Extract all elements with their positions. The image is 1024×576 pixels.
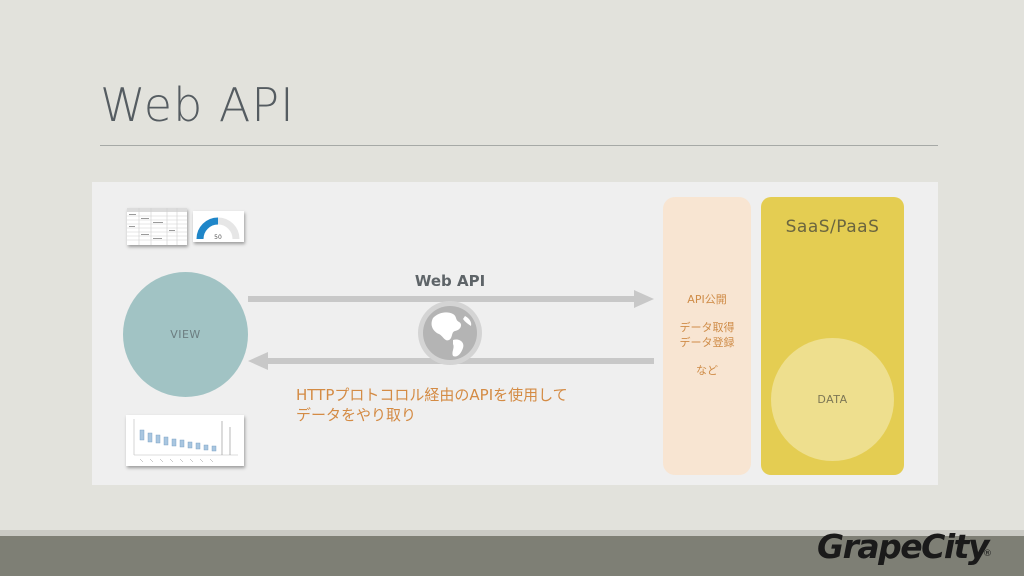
chart-thumbnail xyxy=(126,415,244,466)
web-api-label: Web API xyxy=(414,272,486,290)
grid-thumbnail-graphic xyxy=(127,208,187,245)
boxplot-graphic xyxy=(133,419,238,463)
api-box-line-fetch: データ取得 xyxy=(679,321,735,334)
data-label: DATA xyxy=(817,393,848,406)
slide-title: Web API xyxy=(100,78,295,132)
saas-title: SaaS/PaaS xyxy=(785,217,880,237)
logo-text: GrapeCity xyxy=(817,527,991,566)
grapecity-logo: GrapeCity ® xyxy=(817,527,992,566)
api-box-line-publish: API公開 xyxy=(687,293,727,306)
gauge-graphic: 50 xyxy=(196,217,240,241)
view-label: VIEW xyxy=(170,328,201,341)
grid-thumbnail xyxy=(127,208,187,245)
gauge-thumbnail: 50 xyxy=(193,211,244,242)
gauge-value: 50 xyxy=(214,234,222,241)
api-description-line-1: HTTPプロトコロル経由のAPIを使用して xyxy=(296,386,568,404)
api-description: HTTPプロトコロル経由のAPIを使用して データをやり取り xyxy=(296,385,656,425)
saas-box: SaaS/PaaS DATA xyxy=(761,197,904,475)
api-box-line-etc: など xyxy=(696,364,718,377)
footer-divider xyxy=(0,530,1024,536)
view-node: VIEW xyxy=(123,272,248,397)
data-node: DATA xyxy=(771,338,894,461)
footer-bar xyxy=(0,536,1024,576)
globe-icon xyxy=(418,301,482,365)
request-arrow xyxy=(248,290,654,308)
api-description-line-2: データをやり取り xyxy=(296,406,417,424)
api-box: API公開 データ取得 データ登録 など xyxy=(663,197,751,475)
api-box-line-register: データ登録 xyxy=(679,336,735,349)
title-divider xyxy=(100,145,938,146)
registered-mark: ® xyxy=(983,549,992,559)
